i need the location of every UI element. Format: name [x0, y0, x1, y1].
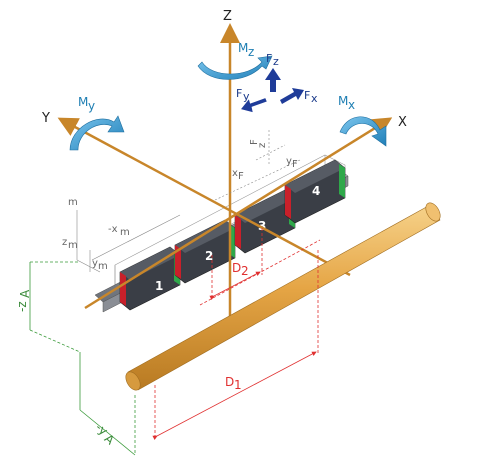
xm-label: -x m: [108, 224, 130, 238]
svg-text:M: M: [338, 94, 348, 108]
svg-text:z: z: [248, 45, 254, 59]
d1-label: D 1: [225, 375, 242, 392]
zf-label: z F: [249, 139, 268, 148]
svg-text:z: z: [62, 237, 67, 248]
moment-mz-label: M z: [238, 41, 254, 59]
x-axis-line: [84, 117, 393, 310]
moment-mx-label: M x: [338, 94, 355, 112]
svg-text:1: 1: [234, 378, 242, 392]
moment-my-label: M y: [78, 95, 95, 113]
red-dimension-lines: [152, 228, 321, 440]
svg-text:x: x: [311, 92, 318, 105]
moment-my-arrow: [69, 115, 125, 151]
svg-text:-x: -x: [108, 224, 118, 235]
yf-label: y F: [286, 156, 298, 170]
force-fz-label: F z: [266, 52, 279, 68]
svg-text:M: M: [78, 95, 88, 109]
force-fx-label: F x: [304, 89, 318, 105]
svg-text:z: z: [273, 55, 279, 68]
load-rod: [125, 202, 441, 391]
zm-label: z m: [62, 237, 78, 251]
y-axis-label: Y: [41, 111, 50, 126]
svg-text:F: F: [249, 139, 260, 145]
za-label: -z A: [15, 289, 32, 312]
force-fy-arrow: [241, 98, 267, 113]
svg-text:2: 2: [241, 264, 249, 278]
carriage-number-2: 2: [205, 249, 213, 263]
svg-text:F: F: [304, 89, 310, 102]
ya-label: -y A: [93, 420, 118, 448]
m-label: m: [68, 197, 78, 208]
green-dimension-lines: [29, 261, 136, 456]
d2-label: D 2: [232, 261, 249, 278]
svg-text:y: y: [286, 156, 292, 167]
carriage-number-1: 1: [155, 279, 163, 293]
svg-text:y: y: [88, 99, 95, 113]
x-axis-label: X: [398, 115, 407, 130]
force-fx-arrow: [280, 88, 304, 104]
svg-text:F: F: [266, 52, 272, 65]
svg-text:y: y: [243, 90, 250, 103]
svg-text:m: m: [68, 240, 78, 251]
svg-text:m: m: [98, 261, 108, 272]
gray-dimension-lines: [76, 130, 301, 273]
svg-text:F: F: [292, 159, 298, 170]
carriage-2: 2: [174, 219, 236, 284]
carriage-1: 1: [119, 246, 181, 311]
z-axis-label: Z: [223, 9, 232, 24]
svg-text:m: m: [120, 227, 130, 238]
svg-text:x: x: [348, 98, 355, 112]
carriage-number-3: 3: [258, 219, 266, 233]
svg-text:-z: -z: [15, 301, 29, 312]
ym-label: y m: [92, 258, 108, 272]
xf-label: x F: [232, 168, 244, 182]
svg-text:D: D: [225, 375, 234, 389]
svg-text:z: z: [257, 143, 268, 148]
svg-text:D: D: [232, 261, 241, 275]
svg-text:A: A: [18, 289, 32, 298]
svg-text:F: F: [238, 171, 244, 182]
carriage-number-4: 4: [312, 184, 320, 198]
svg-text:M: M: [238, 41, 248, 55]
force-fz-arrow: [265, 68, 281, 92]
moment-mx-arrow: [339, 116, 387, 147]
svg-text:F: F: [236, 87, 242, 100]
svg-text:x: x: [232, 168, 238, 179]
force-fy-label: F y: [236, 87, 250, 103]
svg-text:y: y: [92, 258, 98, 269]
force-arrows: [241, 68, 304, 113]
y-axis-line: [57, 117, 351, 277]
carriage-4: 4: [284, 159, 346, 224]
moment-mz-arrow: [197, 55, 273, 80]
